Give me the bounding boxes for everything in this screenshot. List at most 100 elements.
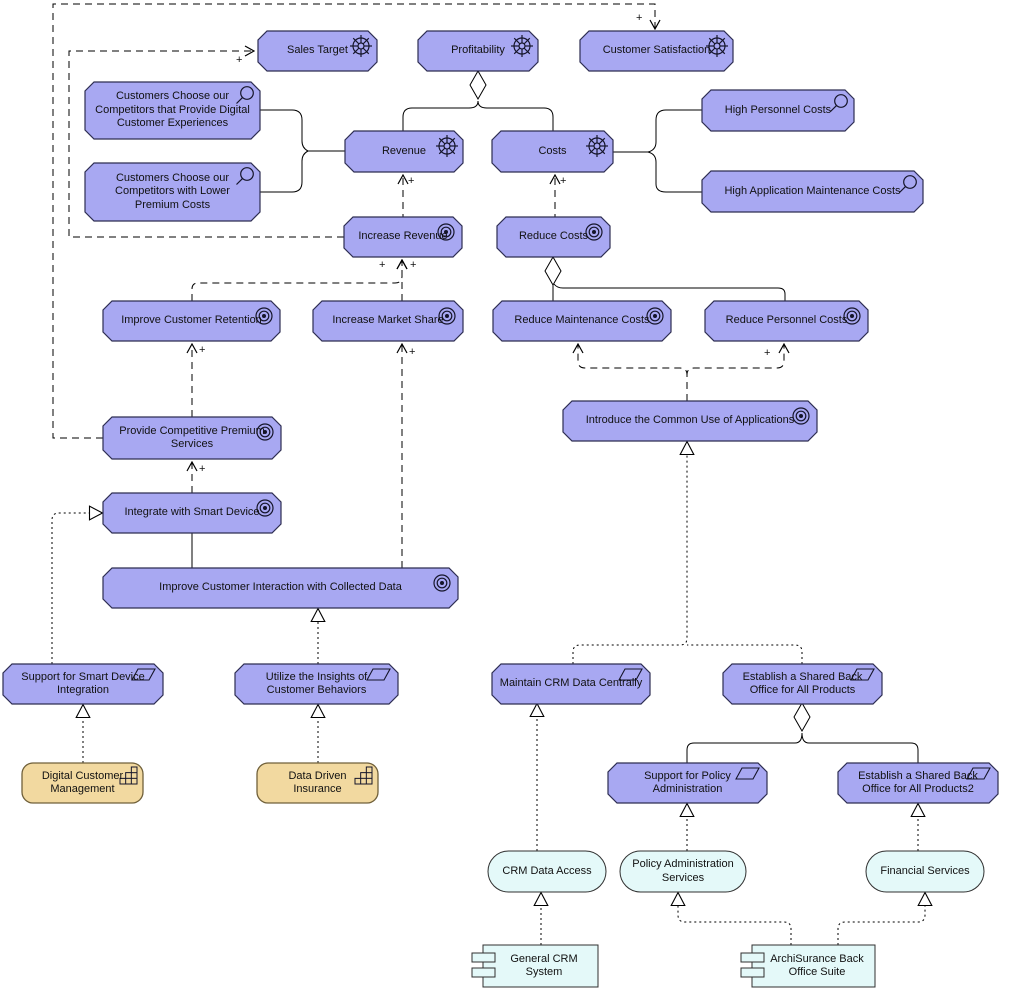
influence-increase-revenue-to-sales-target [68,51,344,238]
increase-market-share-shape [312,300,464,342]
node-utilize-insights[interactable]: Utilize the Insights of Customer Behavio… [235,664,398,704]
requirement-parallelogram-icon [131,668,156,681]
improve-customer-retention-shape [102,300,281,342]
high-personnel-costs-shape [701,89,855,132]
node-label: General CRM System [510,952,578,978]
aggregation-diamond [793,701,811,733]
node-improve-customer-retention[interactable]: Improve Customer Retention [103,301,280,341]
outcome-bullseye-icon [255,307,273,325]
goal-wheel-icon [350,35,372,57]
data-driven-insurance-shape [256,762,379,804]
association-costs-high-app-maintenance [647,151,702,193]
association-customers-digital-revenue [260,109,345,152]
node-label: Support for Policy Administration [644,769,731,795]
aggregation-profitability-costs [477,100,554,131]
node-label: Reduce Maintenance Costs [514,314,650,327]
node-label: Establish a Shared Back Office for All P… [742,670,863,696]
node-label: Reduce Costs [518,230,589,243]
goal-wheel-icon [511,35,533,57]
policy-administration-services-shape [619,850,747,893]
node-label: Customers Choose our Competitors that Pr… [95,90,250,130]
node-general-crm-system[interactable]: General CRM System [483,945,598,987]
aggregation-reduce-costs-reduce-personnel [553,283,786,301]
node-label: Profitability [451,44,505,57]
node-revenue[interactable]: Revenue [345,131,463,172]
node-support-smart-device-integration[interactable]: Support for Smart Device Integration [3,664,163,704]
node-label: Maintain CRM Data Centrally [499,677,643,690]
node-high-personnel-costs[interactable]: High Personnel Costs [702,90,854,131]
node-establish-shared-back-office2[interactable]: Establish a Shared Back Office for All P… [838,763,998,803]
node-label: Increase Market Share [332,314,444,327]
node-customer-satisfaction[interactable]: Customer Satisfaction [580,31,733,71]
node-label: High Application Maintenance Costs [724,184,901,197]
node-archisurance-back-office-suite[interactable]: ArchiSurance Back Office Suite [752,945,875,987]
influence-plus-label: + [764,347,770,359]
node-reduce-personnel-costs[interactable]: Reduce Personnel Costs [705,301,868,341]
capability-stairs-icon [119,766,138,785]
improve-customer-interaction-shape [102,567,459,609]
node-costs[interactable]: Costs [492,131,613,172]
customers-choose-premium-shape [84,162,261,222]
aggregation-diamond [469,69,487,101]
node-label: Improve Customer Interaction with Collec… [159,581,402,594]
assessment-magnifier-icon [830,94,848,112]
node-profitability[interactable]: Profitability [418,31,538,71]
high-app-maintenance-costs-shape [701,170,924,213]
node-data-driven-insurance[interactable]: Data Driven Insurance [257,763,378,803]
crm-data-access-shape [487,850,607,893]
node-crm-data-access[interactable]: CRM Data Access [488,851,606,892]
node-introduce-common-use[interactable]: Introduce the Common Use of Applications [563,401,817,441]
node-establish-shared-back-office[interactable]: Establish a Shared Back Office for All P… [723,664,882,704]
integrate-with-smart-device-shape [102,492,282,534]
node-increase-market-share[interactable]: Increase Market Share [313,301,463,341]
outcome-bullseye-icon [843,307,861,325]
node-provide-competitive-premium-services[interactable]: Provide Competitive Premium Services [103,417,281,459]
sales-target-shape [257,30,378,72]
influence-plus-label: + [236,54,242,66]
aggregation-back-office-policy-admin [686,732,803,763]
node-reduce-maintenance-costs[interactable]: Reduce Maintenance Costs [493,301,671,341]
establish-shared-back-office2-shape [837,762,999,804]
increase-revenue-shape [343,216,463,258]
node-support-policy-administration[interactable]: Support for Policy Administration [608,763,767,803]
requirement-parallelogram-icon [735,767,760,780]
archisurance-back-office-suite-shape [751,944,876,988]
node-digital-customer-management[interactable]: Digital Customer Management [22,763,143,803]
node-label: Improve Customer Retention [121,314,262,327]
support-smart-device-integration-shape [2,663,164,705]
node-policy-administration-services[interactable]: Policy Administration Services [620,851,746,892]
realization-archisurance-to-policy-admin-services [670,891,792,945]
node-sales-target[interactable]: Sales Target [258,31,377,71]
node-improve-customer-interaction[interactable]: Improve Customer Interaction with Collec… [103,568,458,608]
association-costs-high-personnel [613,109,702,153]
node-customers-choose-premium[interactable]: Customers Choose our Competitors with Lo… [85,163,260,221]
goal-wheel-icon [436,135,458,157]
node-integrate-with-smart-device[interactable]: Integrate with Smart Device [103,493,281,533]
revenue-shape [344,130,464,173]
outcome-bullseye-icon [792,407,810,425]
node-financial-services[interactable]: Financial Services [866,851,984,892]
node-increase-revenue[interactable]: Increase Revenue [344,217,462,257]
aggregation-profitability-revenue [402,100,479,131]
node-reduce-costs[interactable]: Reduce Costs [497,217,610,257]
node-label: Customers Choose our Competitors with Lo… [115,171,230,211]
requirement-parallelogram-icon [366,668,391,681]
influence-plus-label: + [409,346,415,358]
node-customers-choose-digital[interactable]: Customers Choose our Competitors that Pr… [85,82,260,139]
maintain-crm-data-shape [491,663,651,705]
customers-choose-digital-shape [84,81,261,140]
node-high-app-maintenance-costs[interactable]: High Application Maintenance Costs [702,171,923,212]
influence-plus-label: + [636,12,642,24]
component-tabs-icon [740,952,765,978]
node-maintain-crm-data[interactable]: Maintain CRM Data Centrally [492,664,650,704]
reduce-maintenance-costs-shape [492,300,672,342]
outcome-bullseye-icon [256,499,274,517]
goal-wheel-icon [706,35,728,57]
general-crm-system-shape [482,944,599,988]
node-label: High Personnel Costs [724,103,832,116]
influence-plus-label: + [410,259,416,271]
capability-stairs-icon [354,766,373,785]
node-label: Costs [538,144,567,157]
provide-competitive-premium-services-shape [102,416,282,460]
